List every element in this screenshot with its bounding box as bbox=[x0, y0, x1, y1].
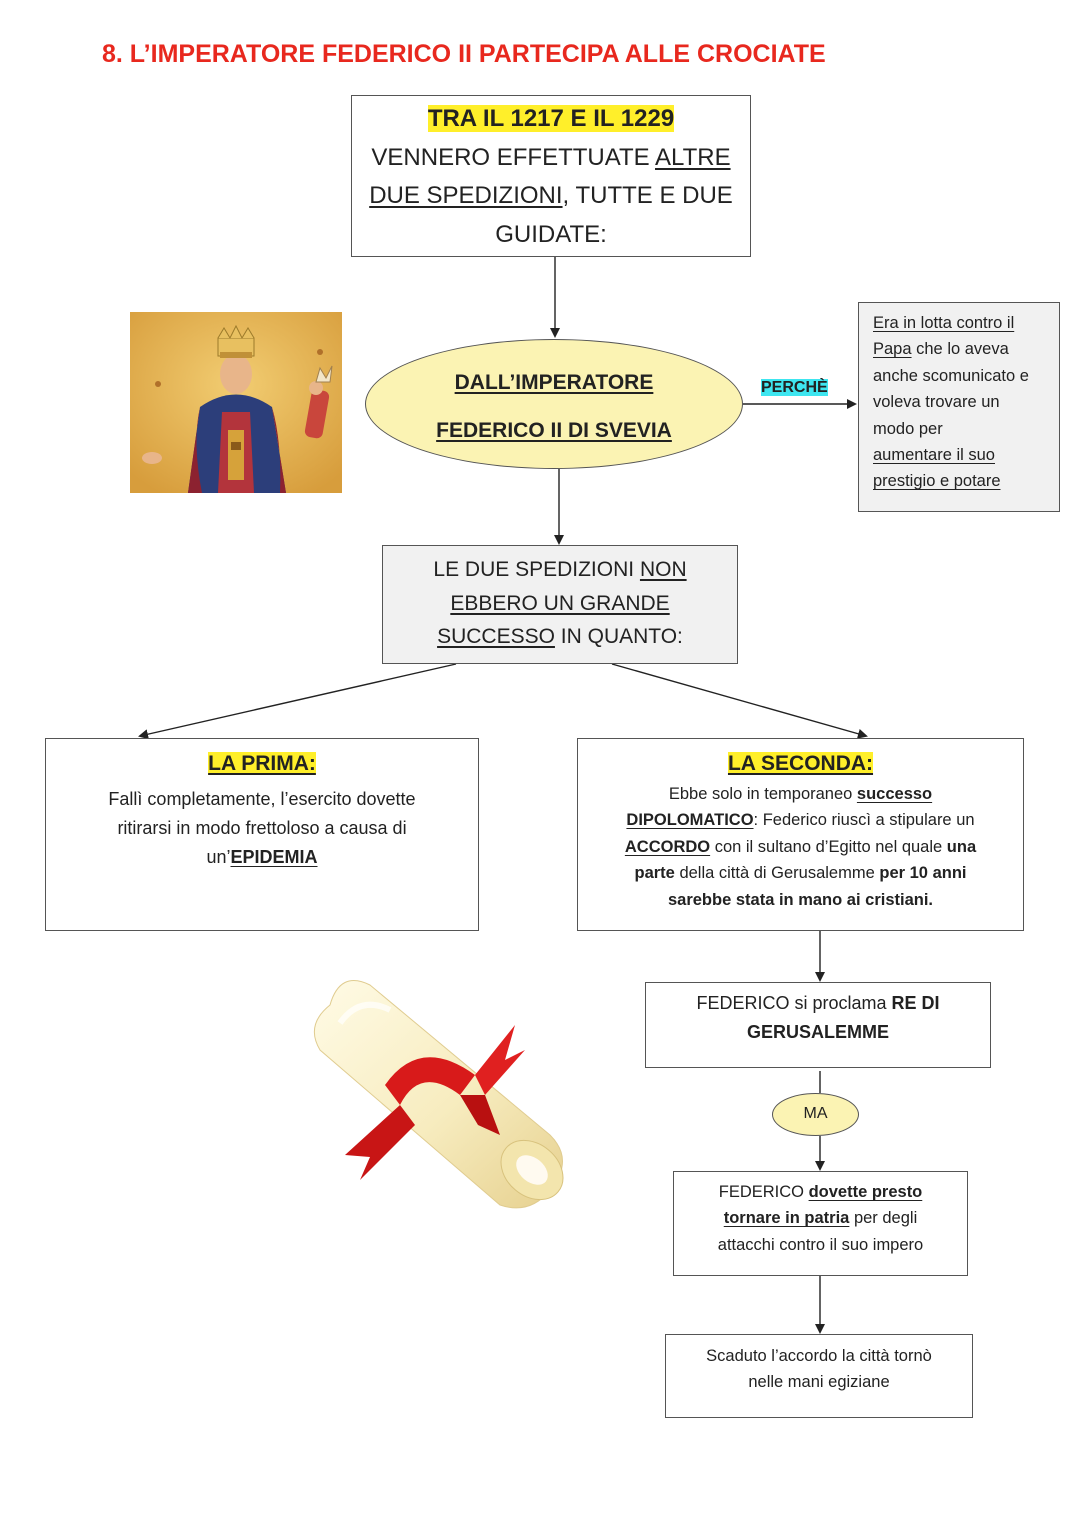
node-ma: MA bbox=[772, 1093, 859, 1136]
reason-text: che lo aveva bbox=[911, 340, 1009, 359]
box-return-home: FEDERICO dovette presto tornare in patri… bbox=[673, 1171, 968, 1276]
reason-text: voleva trovare un bbox=[873, 393, 1000, 412]
return-text: attacchi contro il suo impero bbox=[717, 1235, 924, 1254]
king-text: FEDERICO si proclama bbox=[696, 993, 892, 1013]
second-expedition-text-bold: DIPOLOMATICO bbox=[626, 811, 754, 830]
page-title: 8. L’IMPERATORE FEDERICO II PARTECIPA AL… bbox=[102, 40, 826, 68]
reason-text-underlined: Era in lotta contro il bbox=[873, 314, 1015, 332]
second-expedition-text-bold: per 10 anni bbox=[879, 864, 967, 883]
second-expedition-text: : Federico riuscì a stipulare un bbox=[753, 811, 975, 830]
second-expedition-text-bold: sarebbe stata in mano ai cristiani. bbox=[667, 890, 933, 909]
return-text-bold: dovette presto bbox=[808, 1183, 923, 1201]
portrait-federico-ii bbox=[130, 312, 342, 493]
king-text-bold: GERUSALEMME bbox=[746, 1022, 889, 1042]
first-expedition-text: un’ bbox=[206, 847, 231, 867]
second-expedition-heading: LA SECONDA: bbox=[727, 752, 874, 775]
first-expedition-text: Fallì completamente, l’esercito dovette bbox=[108, 789, 416, 809]
arrow-success-to-seconda bbox=[611, 663, 868, 739]
federico-line1: DALL’IMPERATORE bbox=[454, 371, 654, 394]
perche-label-text: PERCHÈ bbox=[761, 379, 828, 396]
outcome-text: LE DUE SPEDIZIONI bbox=[433, 558, 640, 581]
period-text-underlined: ALTRE bbox=[655, 143, 731, 171]
first-expedition-text-bold: EPIDEMIA bbox=[230, 847, 318, 867]
box-reason: Era in lotta contro il Papa che lo aveva… bbox=[858, 302, 1060, 512]
return-text: FEDERICO bbox=[718, 1183, 809, 1201]
expired-text: nelle mani egiziane bbox=[748, 1373, 890, 1392]
reason-text-underlined: prestigio e potare bbox=[873, 472, 1001, 491]
period-text: , TUTTE E DUE bbox=[562, 182, 733, 209]
return-text: per degli bbox=[849, 1209, 918, 1228]
expired-text: Scaduto l’accordo la città tornò bbox=[706, 1347, 932, 1365]
second-expedition-text-bold: parte bbox=[634, 864, 675, 883]
node-federico-ii: DALL’IMPERATORE FEDERICO II DI SVEVIA bbox=[365, 339, 743, 469]
first-expedition-text: ritirarsi in modo frettoloso a causa di bbox=[117, 818, 407, 838]
perche-label: PERCHÈ bbox=[759, 377, 830, 399]
reason-text-underlined: Papa bbox=[873, 340, 912, 359]
outcome-text-underlined: EBBERO UN GRANDE bbox=[450, 591, 670, 615]
box-second-expedition: LA SECONDA: Ebbe solo in temporaneo succ… bbox=[577, 738, 1024, 931]
second-expedition-text: con il sultano d’Egitto nel quale bbox=[710, 837, 947, 856]
king-text-bold: RE DI bbox=[891, 993, 940, 1013]
first-expedition-heading: LA PRIMA: bbox=[208, 752, 316, 775]
outcome-text: IN QUANTO: bbox=[554, 625, 683, 648]
box-agreement-expired: Scaduto l’accordo la città tornò nelle m… bbox=[665, 1334, 973, 1418]
period-text-underlined: DUE SPEDIZIONI bbox=[369, 182, 563, 209]
return-text-bold: tornare in patria bbox=[723, 1209, 850, 1228]
box-period: TRA IL 1217 E IL 1229 VENNERO EFFETTUATE… bbox=[351, 95, 751, 257]
second-expedition-text-bold: una bbox=[946, 837, 977, 856]
reason-text: anche scomunicato e bbox=[873, 366, 1029, 385]
second-expedition-text: Ebbe solo in temporaneo bbox=[668, 785, 857, 803]
period-text: GUIDATE: bbox=[495, 220, 607, 248]
period-text: VENNERO EFFETTUATE bbox=[371, 143, 655, 171]
ma-text: MA bbox=[803, 1105, 828, 1122]
outcome-text-underlined: SUCCESSO bbox=[437, 625, 555, 648]
reason-text-underlined: aumentare il suo bbox=[873, 446, 995, 465]
box-king-of-jerusalem: FEDERICO si proclama RE DI GERUSALEMME bbox=[645, 982, 991, 1068]
second-expedition-text: della città di Gerusalemme bbox=[674, 864, 880, 883]
scroll-with-ribbon bbox=[313, 980, 564, 1209]
arrow-success-to-prima bbox=[138, 663, 457, 740]
second-expedition-text-bold: successo bbox=[856, 785, 933, 803]
reason-text: modo per bbox=[873, 419, 943, 438]
box-first-expedition: LA PRIMA: Fallì completamente, l’esercit… bbox=[45, 738, 479, 931]
federico-line2: FEDERICO II DI SVEVIA bbox=[436, 419, 672, 442]
period-highlight: TRA IL 1217 E IL 1229 bbox=[427, 105, 675, 132]
second-expedition-text-bold: ACCORDO bbox=[624, 837, 711, 856]
outcome-text-underlined: NON bbox=[639, 558, 687, 581]
box-outcome: LE DUE SPEDIZIONI NON EBBERO UN GRANDE S… bbox=[382, 545, 738, 664]
